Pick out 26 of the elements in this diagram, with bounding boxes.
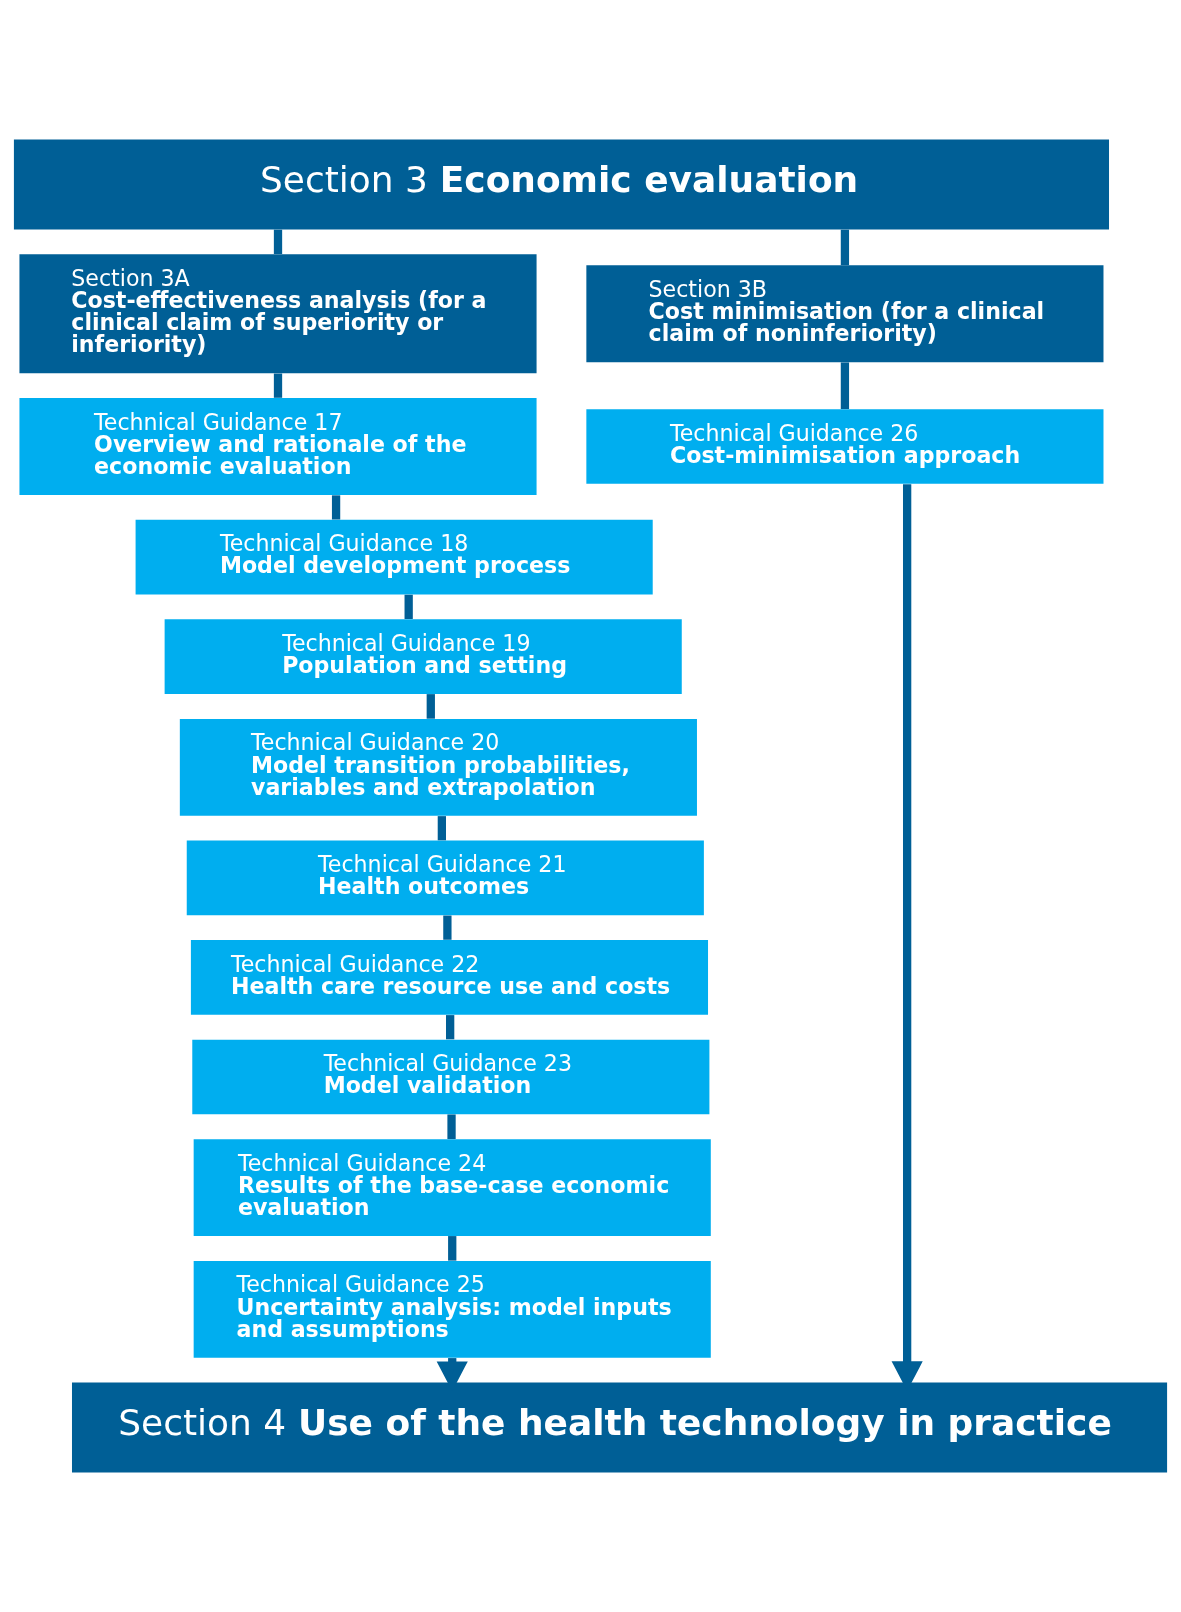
node-box: Technical Guidance 21 Health outcomes — [186, 840, 704, 916]
connector — [448, 1236, 457, 1261]
node-box: Technical Guidance 23 Model validation — [192, 1039, 710, 1115]
node-box: Technical Guidance 18 Model development process — [135, 519, 653, 595]
connector — [446, 1015, 455, 1040]
connector — [273, 373, 283, 398]
connector — [426, 694, 435, 719]
connector — [840, 362, 850, 410]
node-box: Technical Guidance 17 Overview and rationale of the economic evaluation — [19, 398, 537, 495]
node-box: Technical Guidance 26 Cost-minimisation approach — [586, 409, 1104, 484]
node-box: Section 4 Use of the health technology in practice — [72, 1382, 1168, 1473]
node-box: Technical Guidance 25 Uncertainty analysis: model inputs and assumptions — [193, 1260, 711, 1358]
node-box: Technical Guidance 24 Results of the base-case economic evaluation — [193, 1139, 711, 1236]
connector — [443, 915, 452, 940]
connector — [331, 495, 341, 520]
node-box: Technical Guidance 22 Health care resource use and costs — [190, 940, 709, 1015]
connector — [840, 229, 850, 266]
connector — [447, 1114, 456, 1140]
node-box: Section 3 Economic evaluation — [13, 139, 1109, 230]
node-box: Technical Guidance 20 Model transition probabilities, variables and extrapolation — [179, 718, 697, 816]
node-box: Technical Guidance 19 Population and setting — [164, 619, 682, 694]
node-box: Section 3B Cost minimisation (for a clinical claim of noninferiority) — [586, 265, 1104, 363]
node-box: Section 3A Cost-effectiveness analysis (for a clinical claim of superiority or inferiority) — [19, 254, 537, 374]
connector — [273, 229, 283, 254]
connector — [437, 816, 446, 841]
connector — [404, 594, 413, 619]
